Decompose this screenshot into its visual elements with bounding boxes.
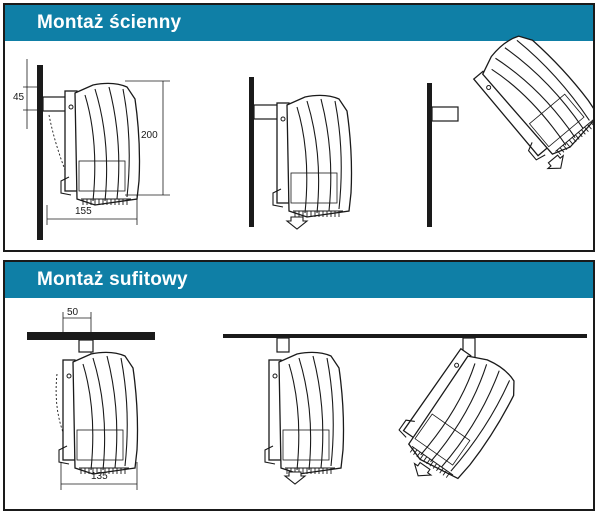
ceiling-figure-dimensioned: [27, 312, 155, 490]
ceiling-mount-title: Montaż sufitowy: [37, 269, 188, 290]
dim-wall-depth: 155: [75, 206, 92, 217]
ceiling-mount-header: Montaż sufitowy: [5, 262, 593, 298]
wall-mount-header: Montaż ścienny: [5, 5, 593, 41]
ceiling-figure-down: [264, 337, 345, 485]
dim-ceiling-offset: 50: [67, 307, 79, 318]
dim-wall-top-offset: 45: [13, 92, 25, 103]
ceiling-mount-drawing: [27, 312, 587, 490]
ceiling-line: [223, 334, 587, 338]
wall-mount-panel: Montaż ścienny: [3, 3, 595, 252]
ceiling-figure-tilted: [391, 337, 527, 486]
wall-figure-down: [249, 77, 353, 230]
ceiling-mount-panel: Montaż sufitowy: [3, 260, 595, 511]
wall-mount-title: Montaż ścienny: [37, 12, 182, 33]
airflow-arrow-icon: [286, 216, 308, 230]
wall-figure-dimensioned: [23, 59, 170, 240]
wall-figure-tilted: [427, 24, 593, 227]
dim-ceiling-depth: 135: [91, 471, 108, 482]
wall-mount-drawing: [23, 24, 593, 240]
airflow-arrow-icon: [544, 152, 569, 176]
dim-wall-height: 200: [141, 130, 158, 141]
